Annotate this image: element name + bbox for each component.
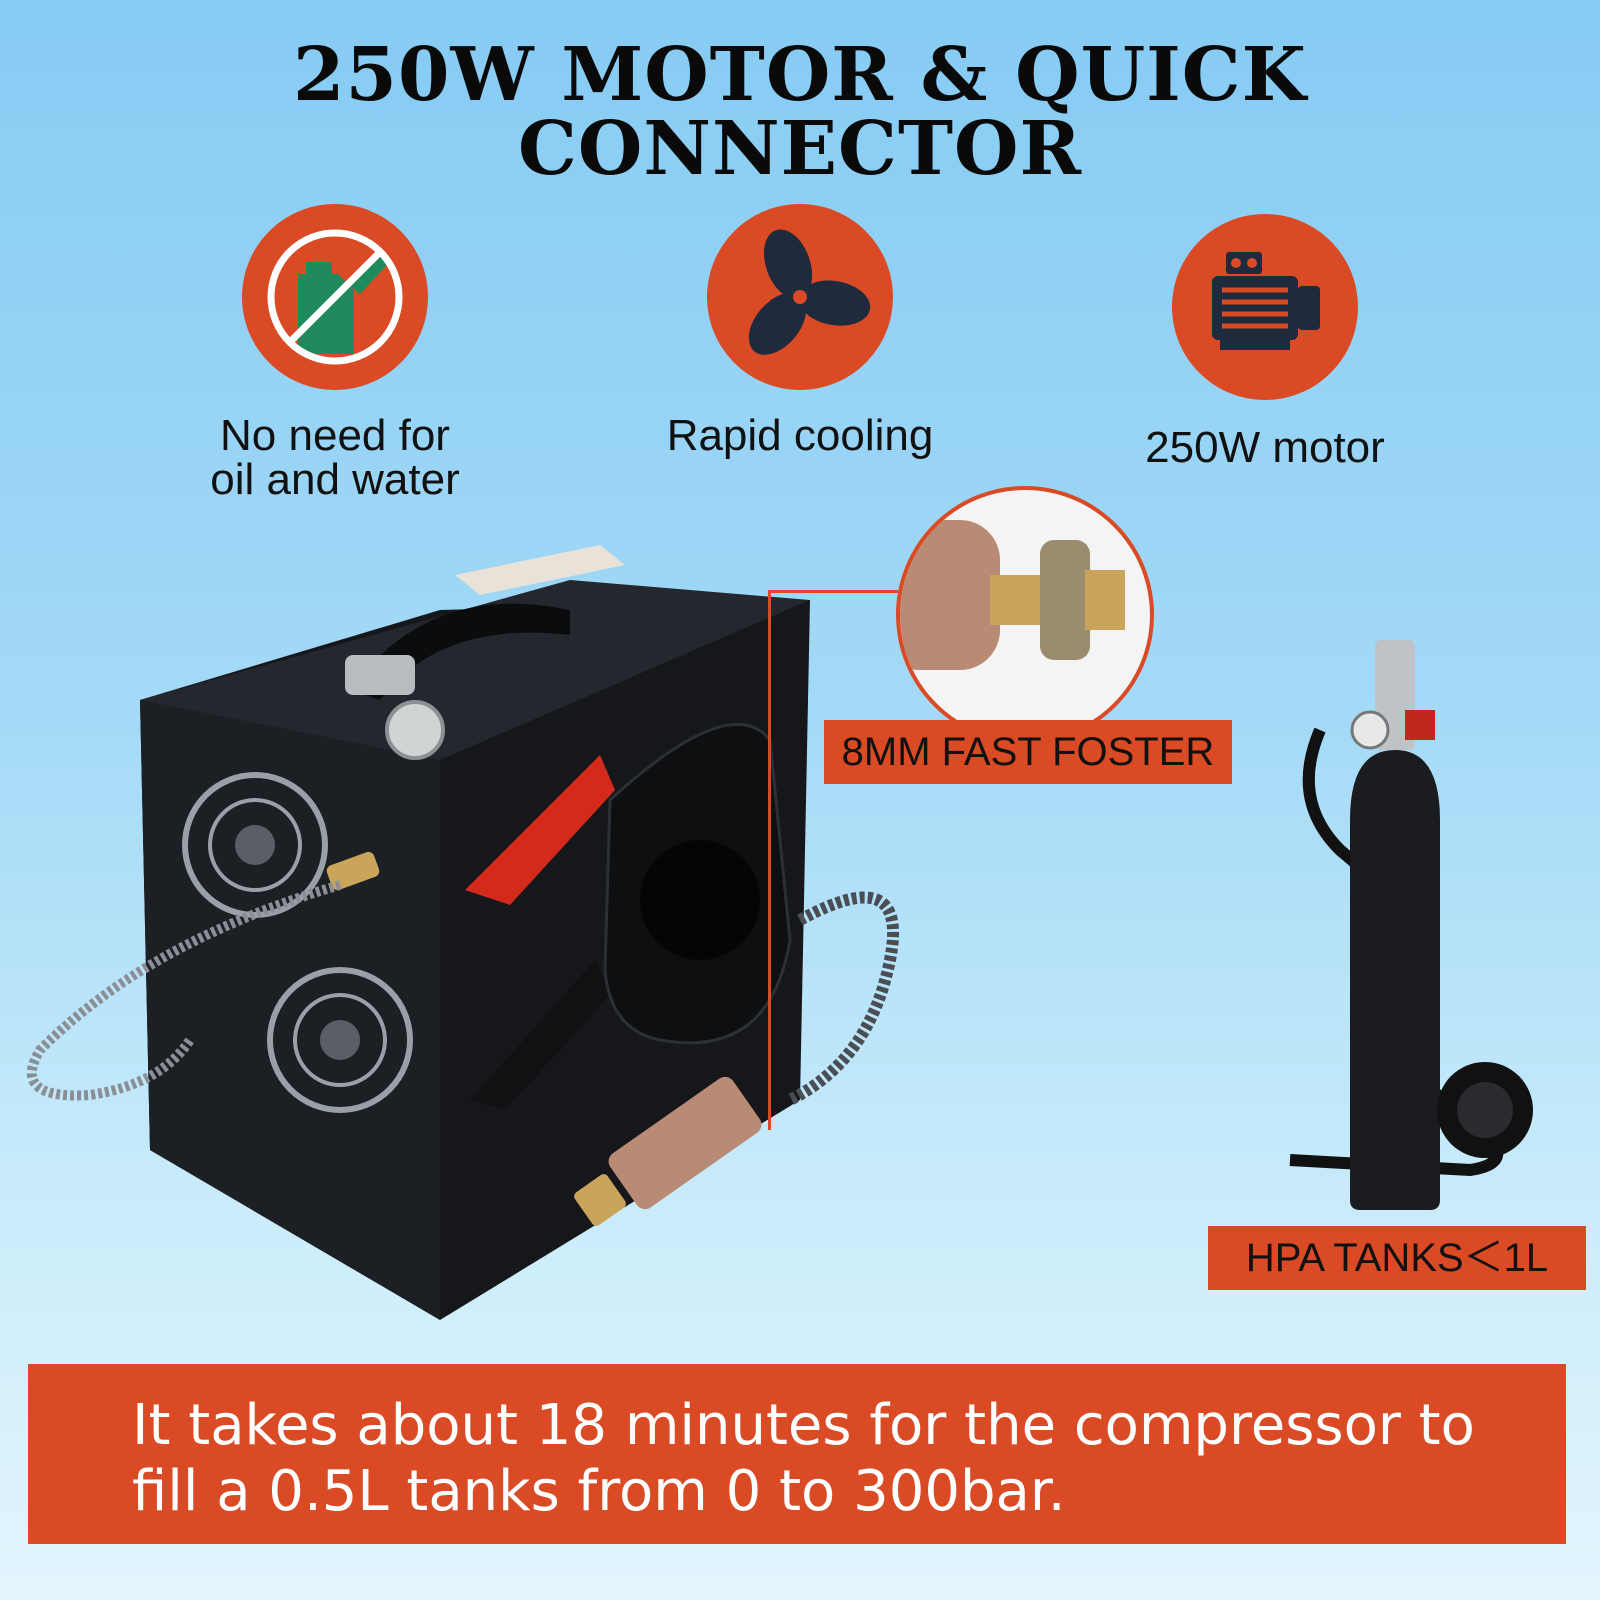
feature-label: No need for oil and water <box>200 414 470 502</box>
feature-label-line2: oil and water <box>210 455 460 504</box>
callout-leader-line <box>768 590 898 593</box>
no-oil-water-icon <box>242 204 428 390</box>
page-title: 250W MOTOR & QUICK CONNECTOR <box>293 32 1307 192</box>
feature-no-oil-water: No need for oil and water <box>200 204 470 502</box>
banner-line-2: fill a 0.5L tanks from 0 to 300bar. <box>132 1459 1066 1524</box>
info-banner: It takes about 18 minutes for the compre… <box>28 1364 1566 1544</box>
feature-rapid-cooling: Rapid cooling <box>640 204 960 458</box>
callout-leader-line <box>768 590 771 1130</box>
connector-callout-label: 8MM FAST FOSTER <box>824 720 1232 784</box>
hpa-tank-image <box>1289 640 1533 1210</box>
motor-icon <box>1172 214 1358 400</box>
feature-label-line1: No need for <box>220 411 450 460</box>
compressor-image <box>26 545 900 1320</box>
fan-icon <box>707 204 893 390</box>
connector-zoom-image <box>896 486 1154 744</box>
feature-label: 250W motor <box>1145 423 1385 472</box>
feature-label: Rapid cooling <box>666 411 934 460</box>
tank-callout-label: HPA TANKS＜1L <box>1208 1226 1586 1290</box>
feature-250w-motor: 250W motor <box>1110 214 1420 470</box>
banner-line-1: It takes about 18 minutes for the compre… <box>132 1393 1475 1458</box>
